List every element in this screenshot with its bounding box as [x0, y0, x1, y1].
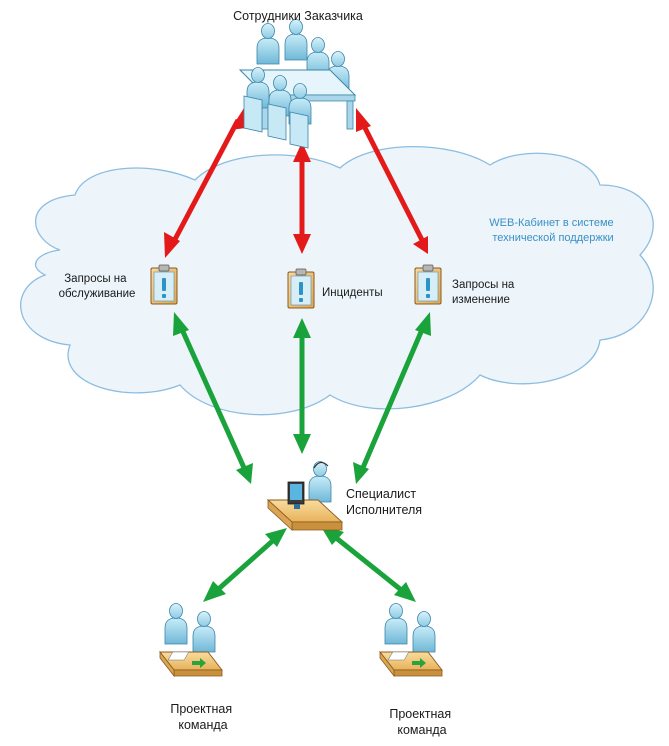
svg-text:WEB-Кабинет в системе те: WEB-Кабинет в системе технической поддер… — [489, 217, 616, 244]
customer-label: Сотрудники Заказчика — [233, 9, 363, 23]
incidents-node: Инциденты — [287, 268, 383, 309]
arrow-customer-incidents — [293, 142, 311, 254]
svg-text:Запросы на изменение: Запросы на изменение — [452, 279, 518, 306]
team-meeting-icon — [380, 604, 442, 677]
arrow-service-requests-specialist — [173, 312, 253, 484]
team-right-label-2: команда — [397, 723, 446, 737]
team-left-node: Проектная команда — [160, 604, 235, 732]
customer-group: Сотрудники Заказчика — [233, 9, 363, 149]
service-requests-label-2: обслуживание — [59, 288, 136, 300]
incidents-label: Инциденты — [322, 287, 383, 299]
svg-text:Проектная команда: Проектная команда — [389, 707, 454, 737]
cloud-note-line-1: WEB-Кабинет в системе — [489, 217, 613, 229]
team-right-label-1: Проектная — [389, 707, 451, 721]
arrow-change-requests-specialist — [353, 312, 431, 484]
team-right-node: Проектная команда — [380, 604, 454, 737]
specialist-label-1: Специалист — [346, 487, 416, 501]
web-cabinet-cloud: WEB-Кабинет в системе технической поддер… — [20, 146, 654, 416]
arrow-specialist-team-left — [203, 528, 287, 602]
change-requests-label-2: изменение — [452, 294, 510, 306]
change-requests-label-1: Запросы на — [452, 279, 515, 291]
cloud-note-line-2: технической поддержки — [492, 232, 613, 244]
operator-workstation-icon — [266, 461, 344, 531]
arrow-customer-change-requests — [356, 108, 428, 254]
team-meeting-icon — [160, 604, 222, 677]
green-arrows — [173, 312, 431, 602]
arrow-specialist-team-right — [320, 525, 416, 602]
svg-text:Специалист Исполнителя: Специалист Исполнителя — [346, 487, 422, 517]
svg-text:Проектная команда: Проектная команда — [170, 702, 235, 732]
clipboard-alert-icon — [287, 268, 315, 309]
cloud-shape — [20, 146, 654, 416]
arrow-incidents-specialist — [293, 318, 311, 454]
service-requests-node: Запросы на обслуживание — [59, 264, 178, 305]
specialist-node: Специалист Исполнителя — [266, 461, 422, 531]
specialist-label-2: Исполнителя — [346, 503, 422, 517]
team-left-label-1: Проектная — [170, 702, 232, 716]
meeting-group-icon — [238, 19, 357, 149]
red-arrows — [164, 108, 428, 258]
clipboard-alert-icon — [414, 264, 442, 305]
team-left-label-2: команда — [178, 718, 227, 732]
arrow-customer-service-requests — [164, 108, 246, 258]
svg-text:Запросы на обслуживание: Запросы на обслуживание — [59, 273, 136, 300]
service-requests-label-1: Запросы на — [64, 273, 127, 285]
clipboard-alert-icon — [150, 264, 178, 305]
change-requests-node: Запросы на изменение — [414, 264, 518, 306]
